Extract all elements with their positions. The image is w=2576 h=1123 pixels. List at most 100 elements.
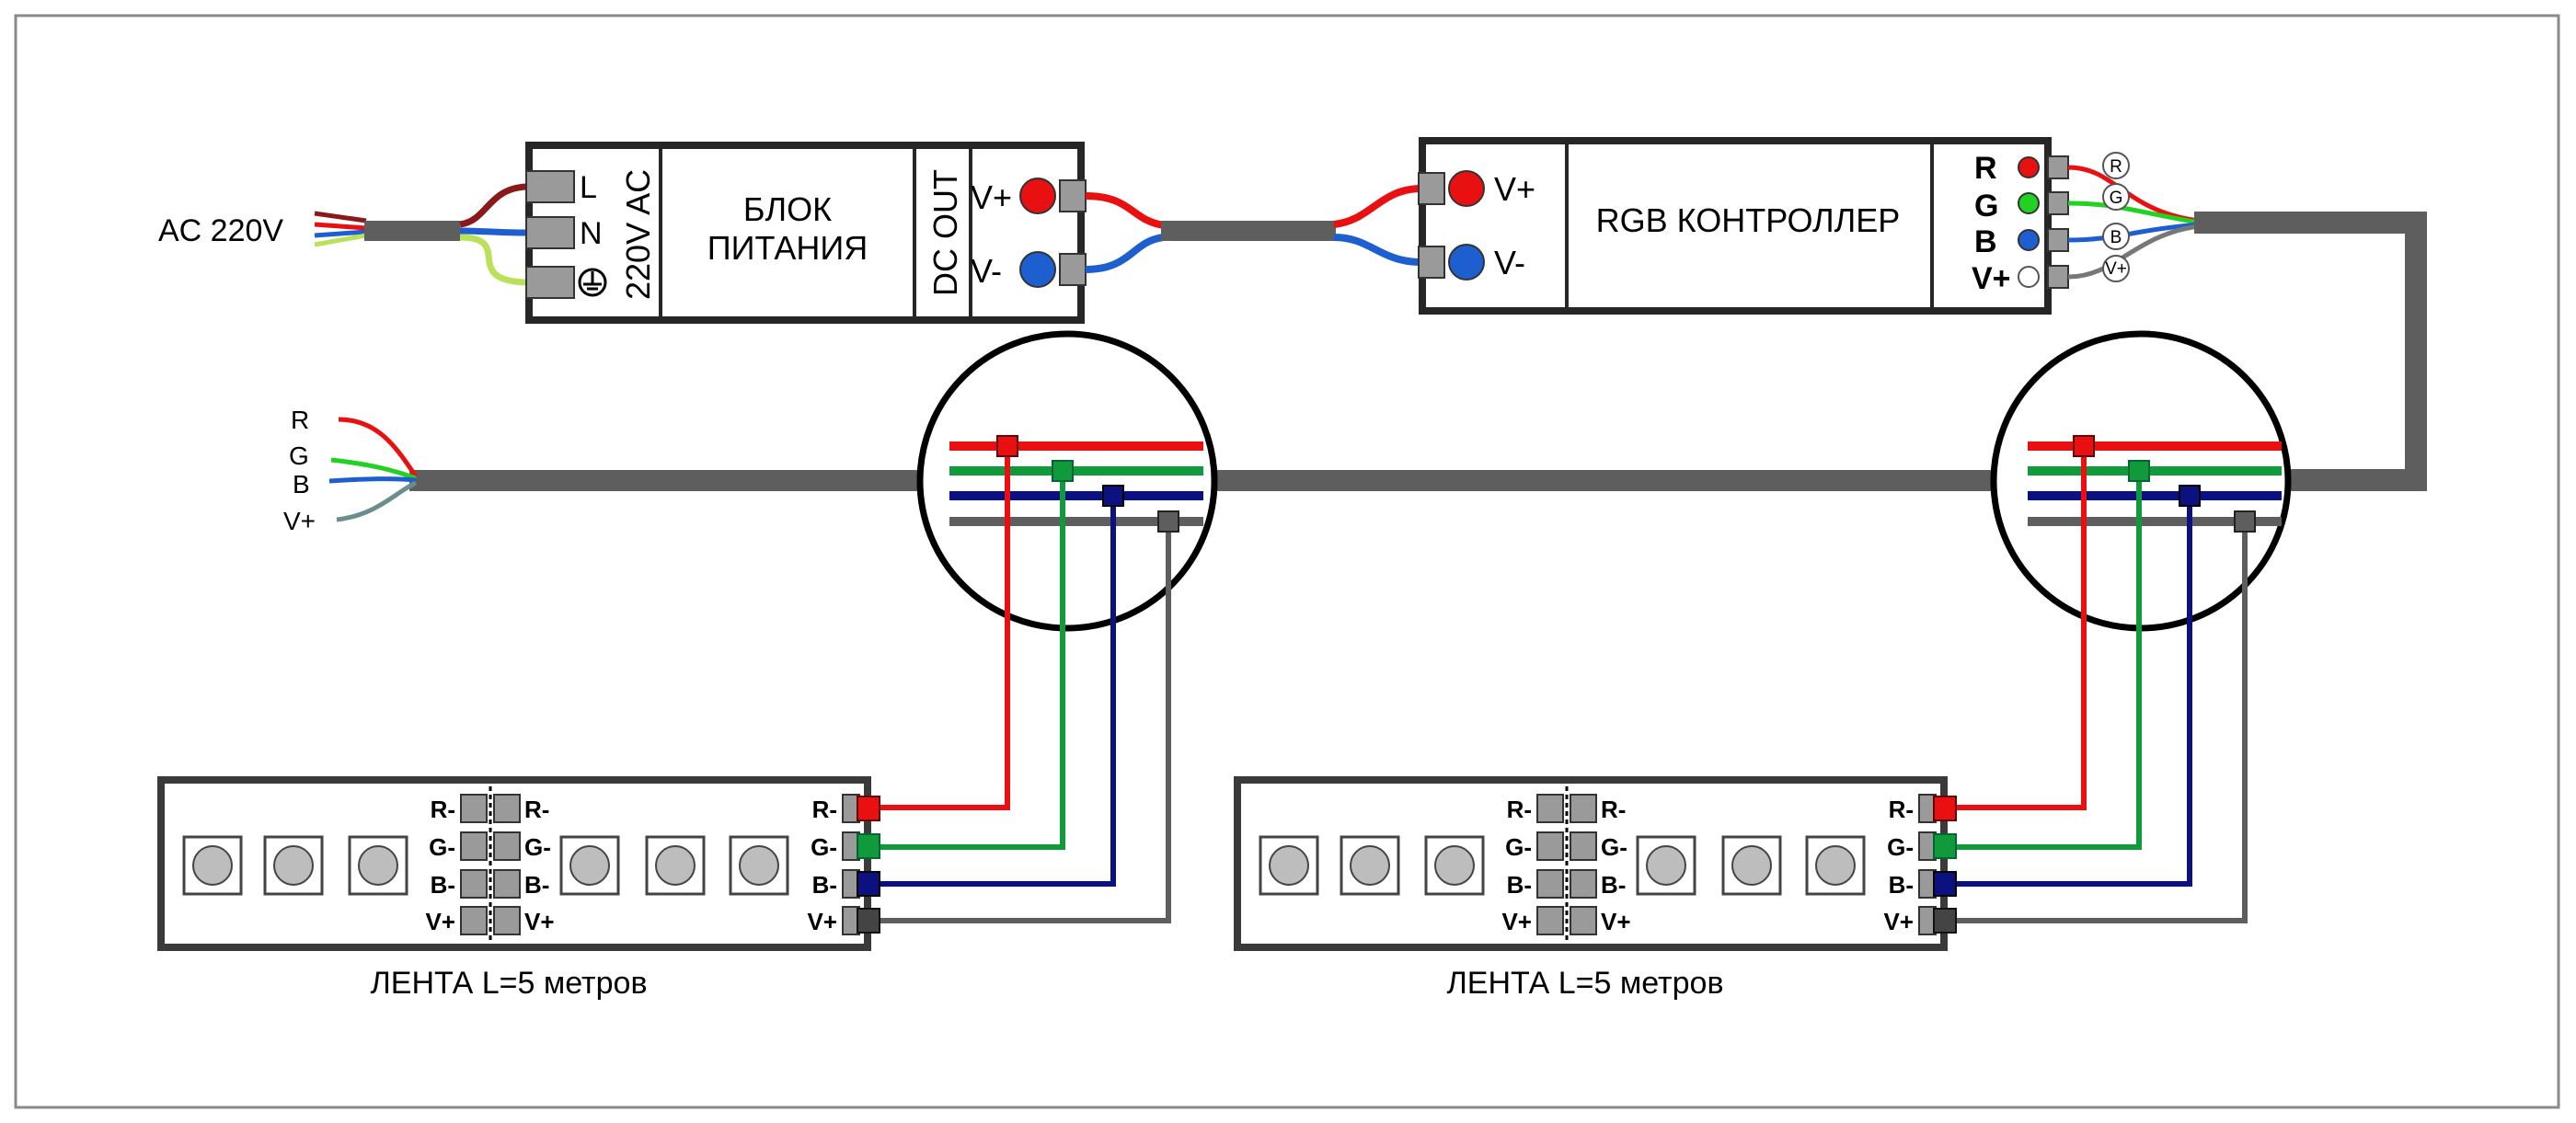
badge-g: G [2102, 183, 2130, 211]
strip-2-pad-end-g: G- [1887, 833, 1914, 861]
terminal-n [525, 216, 575, 249]
strip-1-pad-right-r: R- [524, 796, 549, 823]
power-supply-block: L N 220V AC БЛОК ПИТАНИЯ DC OUT V+ V- [525, 142, 1087, 324]
ac-input-cable-sheath [364, 221, 460, 241]
rgb-controller-block: V+ V- RGB КОНТРОЛЛЕР R G B V+ [1418, 137, 2069, 315]
power-supply-dc-out-label: DC OUT [926, 169, 964, 296]
badge-v-label: V+ [2105, 259, 2127, 279]
terminal-n-label: N [580, 216, 603, 251]
strip-1-pad-right-b: B- [524, 871, 549, 899]
controller-minus-indicator [1448, 244, 1485, 281]
strip-1-pad-end-r: R- [812, 796, 837, 823]
strip-2-pad-right-r: R- [1601, 796, 1626, 823]
led-strip-2: R- G- B- V+ R- G- B- V+ R- G- B- V+ ЛЕНТ… [1234, 776, 1957, 1001]
terminal-earth [525, 266, 575, 299]
dc-cable [1085, 185, 1422, 273]
strip-1-pad-left-g: G- [429, 833, 455, 861]
terminal-l-label: L [580, 170, 597, 205]
led-chip [263, 835, 324, 896]
controller-plus-terminal [1418, 172, 1445, 205]
badge-g-label: G [2110, 189, 2123, 208]
power-supply-plus-label: V+ [971, 178, 1012, 216]
controller-v-indicator [2018, 266, 2040, 288]
power-supply-plus-indicator [1019, 178, 1056, 214]
controller-out-g-label: G [1974, 189, 1998, 223]
controller-minus-label: V- [1494, 244, 1525, 281]
led-chip [348, 835, 408, 896]
strip-2-pad-end-b: B- [1889, 871, 1914, 899]
led-chip [1340, 835, 1400, 896]
strip-2-pad-right-b: B- [1601, 871, 1626, 899]
badge-r: R [2102, 152, 2130, 179]
terminal-l [525, 170, 575, 203]
led-chip [1721, 835, 1782, 896]
strip-2-pad-right-g: G- [1601, 833, 1627, 861]
controller-title: RGB КОНТРОЛЛЕР [1596, 201, 1901, 239]
strip-1-pad-left-b: B- [431, 871, 455, 899]
strip-1-pad-end-b: B- [812, 871, 837, 899]
controller-plus-indicator [1448, 170, 1485, 207]
controller-r-indicator [2018, 156, 2040, 178]
led-chip [729, 835, 789, 896]
strip-1-pad-end-v: V+ [807, 908, 837, 935]
badge-b: B [2102, 223, 2130, 250]
led-chip [645, 835, 706, 896]
controller-output-wires: R G B V+ [2067, 152, 2200, 282]
main-cable-run [409, 470, 2047, 491]
power-supply-voltage-label: 220V AC [619, 169, 657, 300]
controller-out-b-label: B [1974, 224, 1997, 259]
led-chip [1424, 835, 1485, 896]
strip-1-pad-end-g: G- [811, 833, 837, 861]
controller-r-terminal [2047, 155, 2069, 179]
led-chip [182, 835, 243, 896]
controller-b-indicator [2018, 229, 2040, 251]
led-chip [559, 835, 620, 896]
strip-1-pad-right-g: G- [524, 833, 551, 861]
controller-v-terminal [2047, 265, 2069, 289]
controller-minus-terminal [1418, 246, 1445, 279]
led-chip [1805, 835, 1866, 896]
strip-2-caption: ЛЕНТА L=5 метров [1446, 966, 1723, 1001]
led-chip [1636, 835, 1696, 896]
strip-1-feed-wires [865, 435, 1179, 923]
loose-wire-ends: R G B V+ [283, 406, 419, 535]
controller-g-indicator [2018, 192, 2040, 214]
controller-plus-label: V+ [1494, 170, 1535, 208]
strip-1-pad-left-v: V+ [425, 908, 455, 935]
outer-frame [14, 14, 2560, 1109]
led-strip-1: R- G- B- V+ R- G- B- V+ R- G- B- V+ ЛЕНТ… [157, 776, 880, 1001]
controller-b-terminal [2047, 228, 2069, 252]
power-supply-box [525, 142, 1085, 324]
loose-g-label: G [289, 441, 309, 470]
strip-1-pad-left-r: R- [431, 796, 455, 823]
wire-l [459, 183, 527, 228]
power-supply-title-2: ПИТАНИЯ [707, 229, 868, 267]
power-supply-title-1: БЛОК [743, 190, 832, 228]
ac-input-cable: AC 220V [158, 183, 527, 286]
ac-input-label: AC 220V [158, 213, 283, 248]
badge-r-label: R [2110, 157, 2122, 177]
controller-g-terminal [2047, 191, 2069, 215]
loose-v-label: V+ [283, 507, 316, 535]
power-supply-minus-terminal [1059, 253, 1087, 286]
strip-2-pad-end-v: V+ [1883, 908, 1914, 935]
strip-2-pad-end-r: R- [1889, 796, 1914, 823]
power-supply-plus-terminal [1059, 179, 1087, 212]
strip-1-caption: ЛЕНТА L=5 метров [370, 966, 647, 1001]
wire-earth [459, 234, 527, 286]
loose-b-label: B [293, 470, 310, 498]
strip-2-leds [1259, 835, 1866, 896]
controller-out-r-label: R [1974, 151, 1997, 186]
earth-icon [578, 268, 607, 297]
junction-detail-1 [916, 330, 1218, 632]
loose-r-label: R [291, 406, 309, 434]
strip-2-pad-left-b: B- [1507, 871, 1532, 899]
strip-1-pad-right-v: V+ [524, 908, 555, 935]
strip-2-pad-left-r: R- [1507, 796, 1532, 823]
wire-n [459, 227, 527, 236]
main-cable [409, 212, 2427, 491]
power-supply-minus-label: V- [971, 252, 1002, 290]
strip-2-pad-left-v: V+ [1501, 908, 1532, 935]
strip-2-pad-right-v: V+ [1601, 908, 1631, 935]
